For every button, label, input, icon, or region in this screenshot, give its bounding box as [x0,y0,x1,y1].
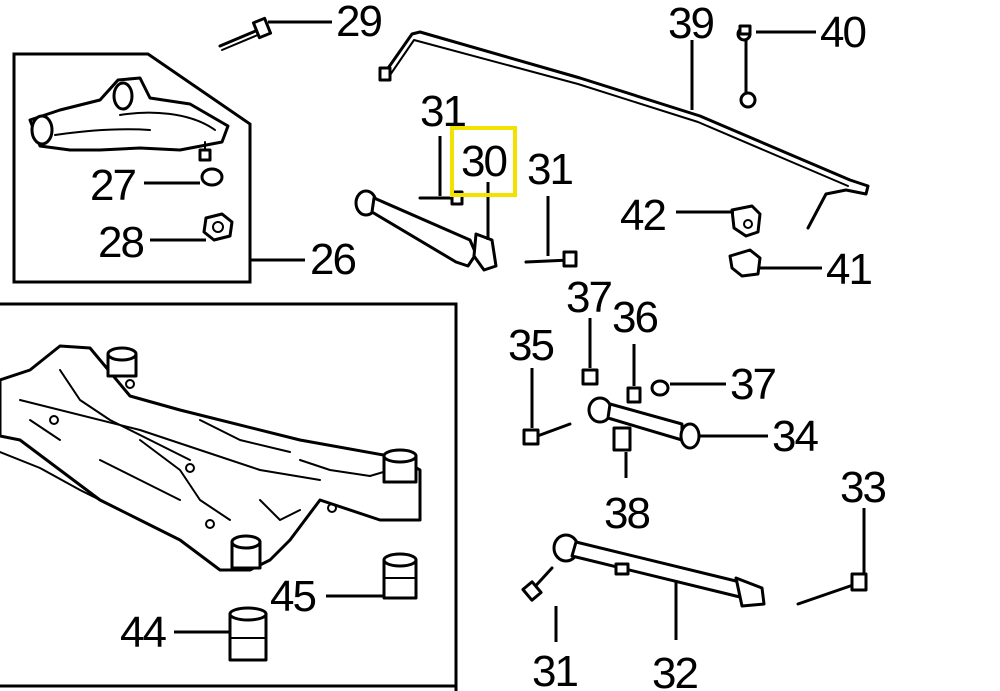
bracket-42: 42 [620,191,762,240]
callout-29: 29 [336,0,381,46]
callout-31-b: 31 [527,145,572,194]
callout-28: 28 [98,218,143,267]
callout-41: 41 [826,245,871,294]
callout-37-b: 37 [730,360,775,409]
bolt-31-lower: 31 [521,566,579,691]
bolt-31-upper: 31 [418,87,467,206]
callout-34: 34 [772,412,818,461]
bushing-45: 45 [270,552,418,621]
inset-control-arm-box: 26 [12,52,357,284]
bushing-41: 41 [728,245,873,294]
callout-27: 27 [90,161,135,210]
callout-35: 35 [508,321,553,370]
bolt-35: 35 [508,321,572,446]
lateral-link-30 [354,182,498,272]
callout-30: 30 [461,137,506,186]
callout-32: 32 [652,649,697,691]
bolt-33: 33 [796,463,887,606]
callout-44: 44 [120,608,166,657]
trailing-link-34: 34 [587,396,820,461]
stabilizer-bar-39: 39 [378,0,870,230]
stabilizer-link-40: 40 [736,8,867,109]
callout-30-highlight: 30 [450,126,517,197]
bushing-27: 27 [90,161,224,210]
upper-control-arm [28,76,230,162]
washer-36: 36 [612,293,659,404]
bolt-29: 29 [218,0,383,51]
callout-38: 38 [604,489,649,538]
callout-37-a: 37 [566,273,611,322]
nut-28: 28 [98,212,234,267]
callout-40: 40 [820,8,865,57]
bolt-31-right: 31 [524,145,578,268]
callout-31-c: 31 [532,647,577,691]
lower-link-32: 32 [552,533,766,691]
subframe-inset-box [0,302,458,691]
callout-36: 36 [612,293,657,342]
bushing-44: 44 [120,606,268,662]
callout-26: 26 [310,235,355,284]
rear-subframe [0,344,422,572]
spacer-37-left: 37 [566,273,613,386]
callout-42: 42 [620,191,665,240]
bushing-38: 38 [604,426,651,538]
callout-39: 39 [668,0,713,48]
callout-33: 33 [840,463,885,512]
spacer-37-right: 37 [650,360,777,409]
callout-45: 45 [270,572,315,621]
